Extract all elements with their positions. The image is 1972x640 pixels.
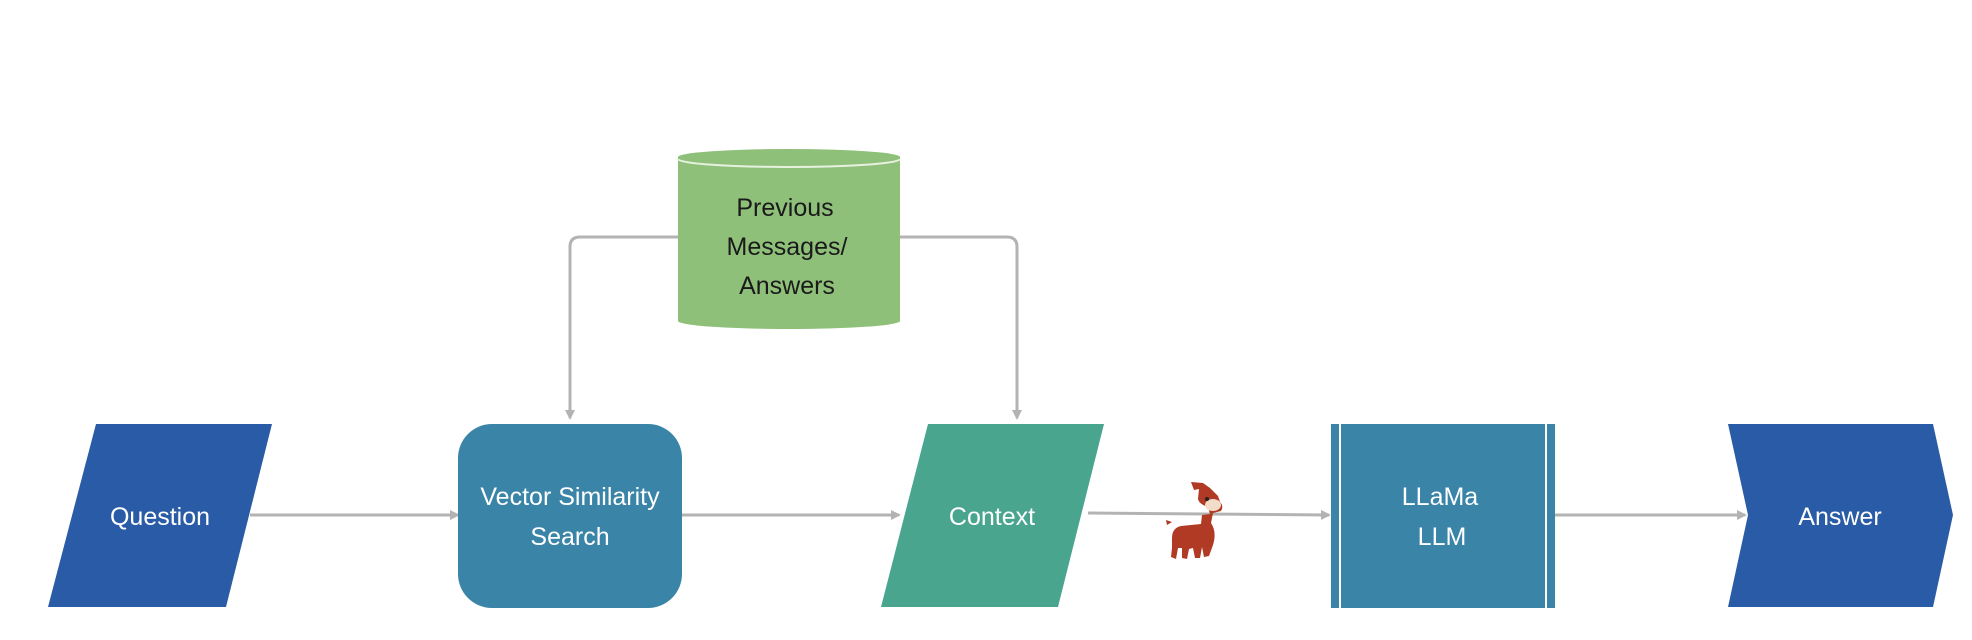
connectors: [250, 235, 1747, 520]
llm-label-line1: LLaMa: [1402, 483, 1479, 511]
database-cylinder-top: [678, 149, 900, 165]
context-label: Context: [949, 503, 1035, 531]
vector-search-label-line1: Vector Similarity: [480, 483, 660, 511]
context-shape: [881, 424, 1104, 607]
vector-search-shape: [458, 424, 682, 608]
llm-shape: [1331, 424, 1555, 608]
question-label: Question: [110, 503, 210, 531]
answer-shape: [1728, 424, 1953, 607]
answer-label: Answer: [1798, 503, 1881, 531]
arrow-context-to-llm: [1087, 509, 1331, 520]
llm-label-line2: LLM: [1418, 523, 1467, 551]
database-cylinder-body: [678, 157, 900, 329]
arrow-db-to-context: [900, 235, 1022, 420]
previous-label-line3: Answers: [739, 272, 835, 300]
previous-label-line2: Messages/: [727, 233, 848, 261]
arrow-db-to-search: [565, 235, 678, 420]
node-answer: Answer: [1728, 424, 1953, 607]
node-context: Context: [881, 424, 1104, 607]
node-vector-search: Vector Similarity Search: [458, 424, 682, 608]
node-question: Question: [48, 424, 272, 607]
node-llm: LLaMa LLM: [1331, 424, 1555, 608]
vector-search-label-line2: Search: [530, 523, 609, 551]
node-previous-messages: Previous Messages/ Answers: [677, 149, 901, 329]
previous-label-line1: Previous: [736, 194, 833, 222]
llama-mascot-icon: [1166, 482, 1223, 559]
question-shape: [48, 424, 272, 607]
